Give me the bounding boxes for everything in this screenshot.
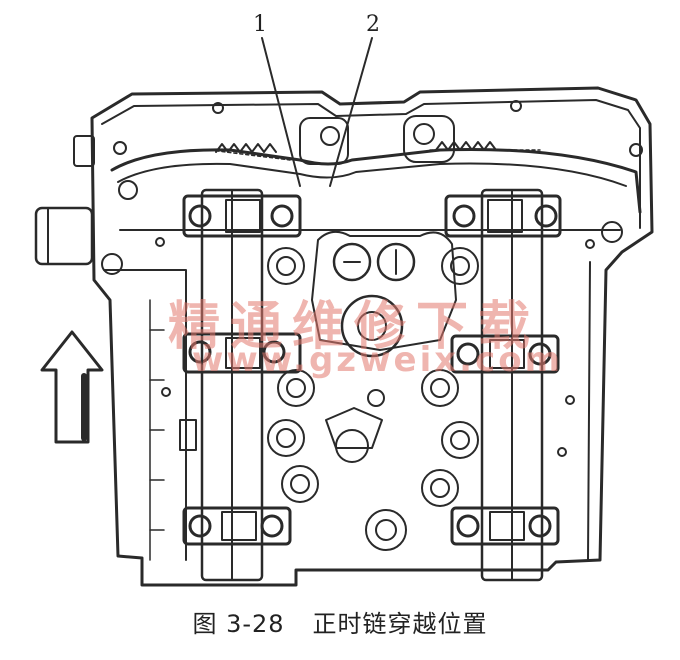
watermark-site-name: 精通维修下载 (168, 297, 541, 357)
callout-label-1: 1 (253, 12, 267, 37)
right-camshaft (480, 188, 544, 582)
callout-label-2: 2 (366, 12, 380, 37)
right-bearing-caps (444, 194, 562, 546)
callout-leader-lines (261, 37, 373, 187)
chain-guide-teeth (215, 115, 497, 165)
center-ports (311, 230, 457, 463)
housing-bolts (101, 100, 643, 275)
left-edge-ribs (149, 299, 575, 561)
up-arrow-icon (40, 330, 104, 444)
left-bearing-caps (182, 194, 302, 546)
watermark-url: www.gzweix.com (192, 340, 564, 380)
cylinder-head-outline (34, 86, 654, 587)
figure-number: 图 3-28 (192, 610, 285, 638)
left-camshaft (200, 188, 264, 582)
cam-lobes (267, 247, 479, 551)
figure-caption: 图 3-28 正时链穿越位置 (0, 604, 680, 639)
figure-title: 正时链穿越位置 (312, 610, 488, 638)
